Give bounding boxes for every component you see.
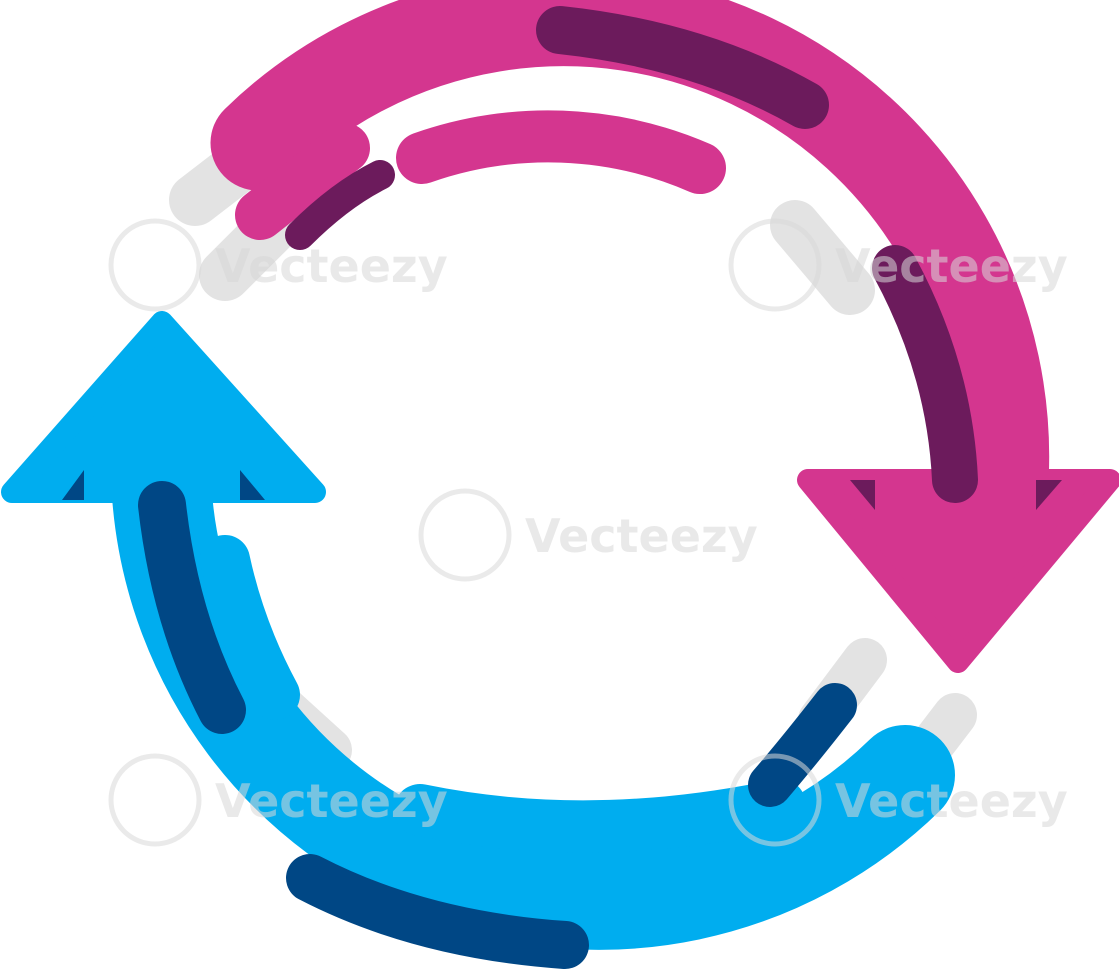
pink-dark-stripe [285,160,395,250]
watermark-text: Vecteezy [215,239,448,293]
blue-arrow [1,311,955,969]
watermark-logo-icon [728,218,822,312]
blue-dark-stripe [748,683,857,807]
watermark-text: Vecteezy [215,774,448,828]
blue-arrow-head-notch [240,470,265,500]
watermark-text: Vecteezy [835,239,1068,293]
pink-dark-stripe [536,6,829,129]
watermark-text: Vecteezy [835,774,1068,828]
watermark-logo-icon [418,488,512,582]
blue-arrow-inner-streak [394,779,806,853]
watermark-text: Vecteezy [525,509,758,563]
blue-dark-stripe [138,481,246,734]
watermark-group: Vecteezy Vecteezy Vecteezy Vecteezy Vect… [108,218,1068,847]
shadow-streak [770,200,875,315]
pink-arrow-inner-streak [235,123,370,240]
watermark-logo-icon [108,753,202,847]
watermark-logo-icon [108,218,202,312]
pink-arrow-inner-streak [396,110,726,194]
pink-dark-stripe [872,245,978,503]
pink-arrow [210,0,1119,673]
blue-arrow-inner-streak [200,535,300,720]
watermark-logo-icon [728,753,822,847]
blue-dark-stripe [286,854,589,969]
pink-arrow-head-notch [850,480,875,510]
pink-arrow-head [797,469,1119,673]
pink-arrow-head-notch [1036,480,1062,510]
blue-arrow-head [1,311,326,503]
blue-arrow-head-notch [62,470,84,500]
